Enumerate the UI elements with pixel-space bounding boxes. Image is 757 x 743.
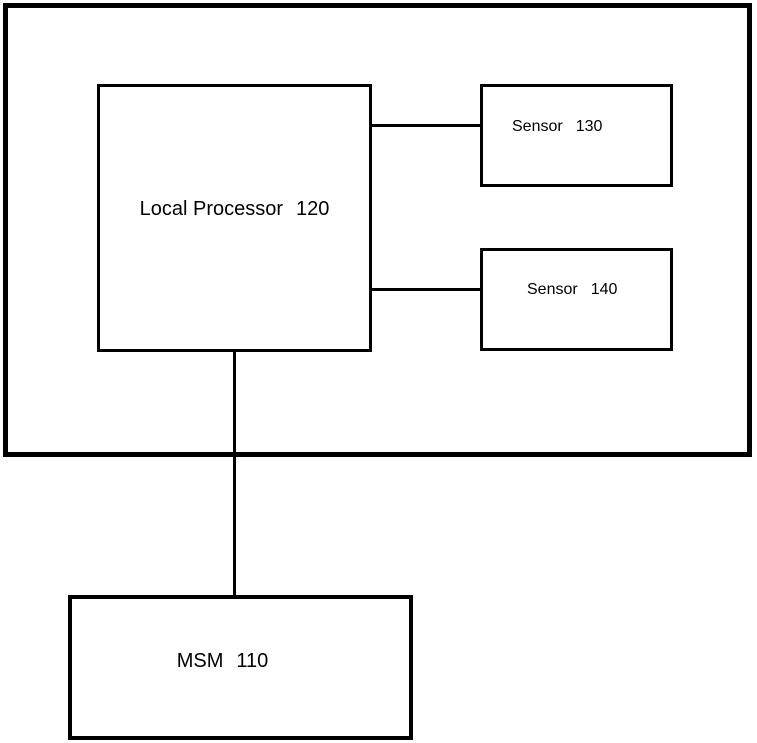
sensor-130-node: Sensor 130 bbox=[480, 84, 673, 187]
sensor-140-label: Sensor 140 bbox=[527, 281, 617, 299]
msm-node: MSM 110 bbox=[68, 595, 413, 740]
msm-ref-number: 110 bbox=[236, 650, 269, 672]
sensor-130-label: Sensor 130 bbox=[512, 118, 602, 136]
edge-local-processor-to-sensor-130 bbox=[370, 124, 480, 127]
local-processor-label: Local Processor 120 bbox=[140, 198, 330, 221]
local-processor-ref-number: 120 bbox=[296, 197, 330, 220]
edge-local-processor-to-msm bbox=[233, 350, 236, 595]
sensor-130-ref-number: 130 bbox=[575, 117, 603, 135]
sensor-140-ref-number: 140 bbox=[590, 280, 618, 298]
edge-local-processor-to-sensor-140 bbox=[370, 288, 480, 291]
msm-label: MSM 110 bbox=[177, 650, 269, 673]
sensor-140-node: Sensor 140 bbox=[480, 248, 673, 351]
local-processor-node: Local Processor 120 bbox=[97, 84, 372, 352]
sensor-140-label-text: Sensor bbox=[527, 280, 578, 298]
sensor-130-label-text: Sensor bbox=[512, 117, 563, 135]
msm-label-text: MSM bbox=[176, 650, 224, 672]
local-processor-label-text: Local Processor bbox=[139, 197, 284, 220]
